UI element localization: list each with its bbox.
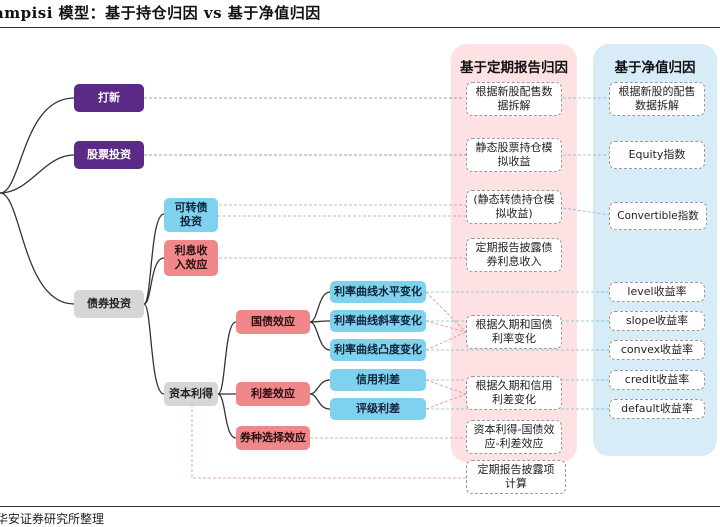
security-selection-node: 券种选择效应 <box>236 426 310 450</box>
nav-header: 基于净值归因 <box>614 60 696 76</box>
source-note: 华安证券研究所整理 <box>0 512 105 526</box>
pink-dashed-links <box>191 204 467 479</box>
footer-divider <box>0 506 720 507</box>
curve-convexity-node: 利率曲线凸度变化 <box>330 339 426 361</box>
periodic-treasury-box: 根据久期和国债利率变化 <box>466 315 562 349</box>
periodic-disclosure-box: 定期报告披露项计算 <box>466 460 566 494</box>
nav-credit-box: credit收益率 <box>609 370 705 390</box>
periodic-spread-box: 根据久期和信用利差变化 <box>466 376 562 410</box>
nav-equity-box: Equity指数 <box>609 141 705 169</box>
periodic-selection-box: 资本利得-国债效应-利差效应 <box>466 420 562 454</box>
periodic-ipo-box: 根据新股配售数据拆解 <box>466 82 562 116</box>
credit-spread-node: 信用利差 <box>330 369 426 391</box>
nav-ipo-box: 根据新股的配售数据拆解 <box>609 82 705 116</box>
periodic-convertible-box: (静态转债持仓模拟收益) <box>466 190 562 224</box>
capital-gains-node: 资本利得 <box>164 382 218 406</box>
periodic-interest-box: 定期报告披露债券利息收入 <box>466 238 562 272</box>
curve-slope-node: 利率曲线斜率变化 <box>330 310 426 332</box>
treasury-effect-node: 国债效应 <box>236 310 310 334</box>
ipo-node: 打新 <box>74 84 144 112</box>
interest-income-node: 利息收入效应 <box>164 240 218 276</box>
nav-slope-box: slope收益率 <box>609 311 705 331</box>
purple-dashed-links <box>144 97 466 156</box>
periodic-report-header: 基于定期报告归因 <box>460 60 568 76</box>
spread-effect-node: 利差效应 <box>236 382 310 406</box>
title-divider <box>0 27 720 28</box>
nav-convertible-box: Convertible指数 <box>609 202 707 230</box>
curve-level-node: 利率曲线水平变化 <box>330 281 426 303</box>
convertible-bond-node: 可转债投资 <box>164 198 218 232</box>
nav-default-box: default收益率 <box>609 399 705 419</box>
periodic-stock-box: 静态股票持仓模拟收益 <box>466 138 562 172</box>
bond-investment-node: 债券投资 <box>74 290 144 318</box>
page-title: ampisi 模型：基于持仓归因 vs 基于净值归因 <box>0 4 321 22</box>
nav-level-box: level收益率 <box>609 282 705 302</box>
rating-spread-node: 评级利差 <box>330 398 426 420</box>
tree-lines <box>0 97 331 439</box>
nav-convex-box: convex收益率 <box>609 340 705 360</box>
stock-investment-node: 股票投资 <box>74 141 144 169</box>
